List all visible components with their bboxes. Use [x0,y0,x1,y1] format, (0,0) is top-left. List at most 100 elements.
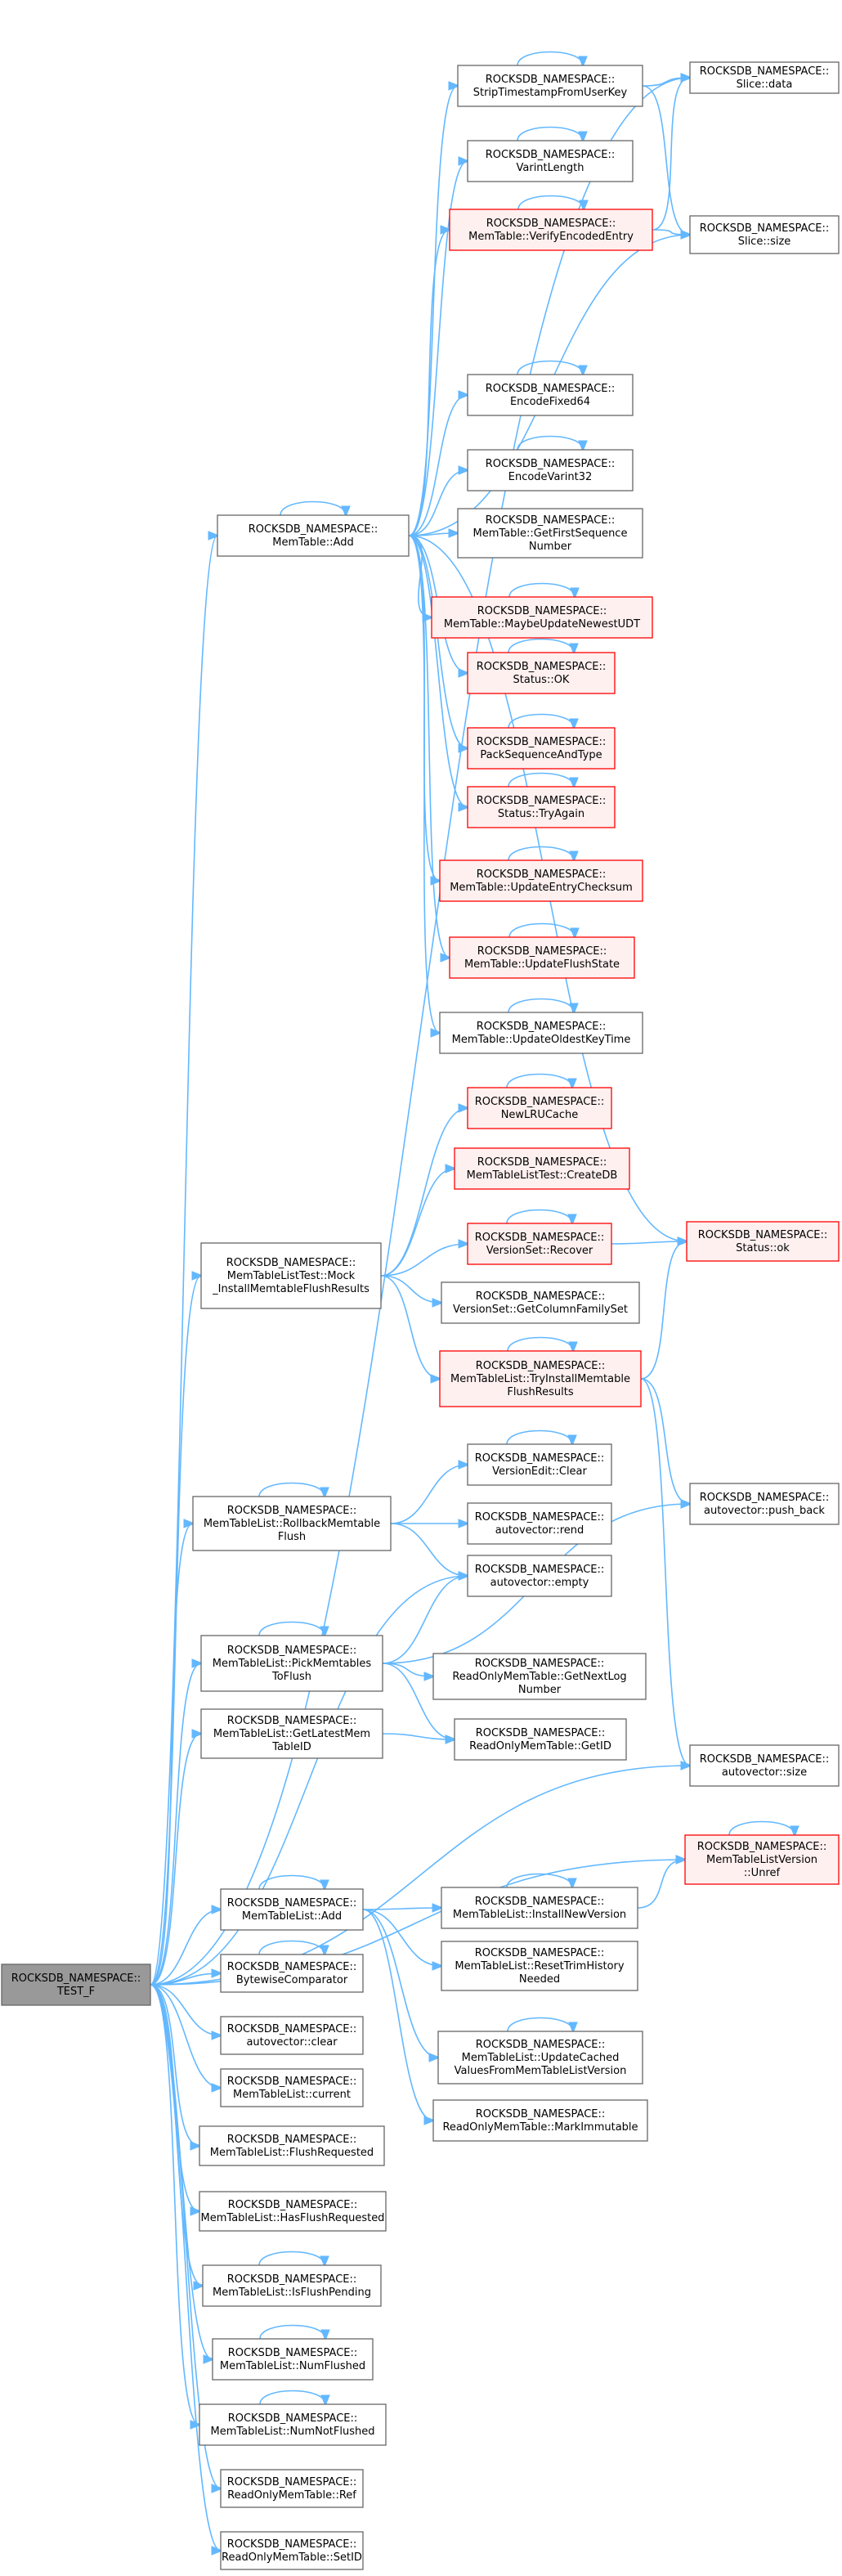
node-isflush[interactable]: ROCKSDB_NAMESPACE::MemTableList::IsFlush… [202,2264,382,2307]
node-label-line: EncodeFixed64 [510,396,590,408]
edge-add_mt-to-verify [408,230,450,536]
node-unref[interactable]: ROCKSDB_NAMESPACE::MemTableListVersion::… [684,1834,840,1885]
node-mtl_add[interactable]: ROCKSDB_NAMESPACE::MemTableList::Add [220,1888,364,1931]
node-box [199,2191,387,2232]
node-enc64[interactable]: ROCKSDB_NAMESPACE::EncodeFixed64 [467,374,634,416]
node-av_size[interactable]: ROCKSDB_NAMESPACE::autovector::size [689,1744,840,1787]
node-add_mt[interactable]: ROCKSDB_NAMESPACE::MemTable::Add [217,514,410,557]
node-av_clear[interactable]: ROCKSDB_NAMESPACE::autovector::clear [220,2016,364,2055]
node-box [454,1718,627,1761]
node-slice_size[interactable]: ROCKSDB_NAMESPACE::Slice::size [689,215,840,254]
self-loop-encv32 [517,435,583,451]
node-label-line: Slice::size [738,236,791,248]
node-verify[interactable]: ROCKSDB_NAMESPACE::MemTable::VerifyEncod… [449,209,653,251]
node-installnew[interactable]: ROCKSDB_NAMESPACE::MemTableList::Install… [441,1887,638,1929]
node-box [1,1963,151,2006]
edge-mock-to-recover [380,1244,468,1277]
node-tryagain[interactable]: ROCKSDB_NAMESPACE::Status::TryAgain [467,786,616,828]
node-getfirst[interactable]: ROCKSDB_NAMESPACE::MemTable::GetFirstSeq… [457,508,643,559]
node-label-line: autovector::empty [490,1577,589,1589]
node-rollback[interactable]: ROCKSDB_NAMESPACE::MemTableList::Rollbac… [192,1496,392,1551]
node-label-line: NewLRUCache [501,1109,579,1121]
node-strip[interactable]: ROCKSDB_NAMESPACE::StripTimestampFromUse… [457,65,643,107]
node-box [441,1941,638,1991]
node-numnot[interactable]: ROCKSDB_NAMESPACE::MemTableList::NumNotF… [199,2403,387,2446]
node-encv32[interactable]: ROCKSDB_NAMESPACE::EncodeVarint32 [467,449,634,491]
node-label-line: ROCKSDB_NAMESPACE:: [477,868,607,881]
node-upd_oldest[interactable]: ROCKSDB_NAMESPACE::MemTable::UpdateOldes… [439,1012,643,1054]
node-hasflush[interactable]: ROCKSDB_NAMESPACE::MemTableList::HasFlus… [199,2191,387,2232]
node-label-line: ROCKSDB_NAMESPACE:: [227,2273,357,2286]
node-rend[interactable]: ROCKSDB_NAMESPACE::autovector::rend [467,1502,612,1545]
node-ve_clear[interactable]: ROCKSDB_NAMESPACE::VersionEdit::Clear [467,1443,612,1486]
node-pack[interactable]: ROCKSDB_NAMESPACE::PackSequenceAndType [467,727,616,770]
edge-root-to-bytewise [150,1973,221,1986]
node-pick[interactable]: ROCKSDB_NAMESPACE::MemTableList::PickMem… [200,1635,383,1692]
node-box [467,1502,612,1545]
node-label-line: FlushResults [507,1386,574,1398]
node-upd_chk[interactable]: ROCKSDB_NAMESPACE::MemTable::UpdateEntry… [439,859,643,902]
node-varint[interactable]: ROCKSDB_NAMESPACE::VarintLength [467,140,634,182]
node-box [441,1887,638,1929]
node-label-line: ROCKSDB_NAMESPACE:: [477,736,607,748]
edge-root-to-pick [150,1663,201,1986]
node-newlru[interactable]: ROCKSDB_NAMESPACE::NewLRUCache [467,1087,612,1129]
node-ref[interactable]: ROCKSDB_NAMESPACE::ReadOnlyMemTable::Ref [220,2469,364,2508]
node-label-line: ROCKSDB_NAMESPACE:: [700,222,830,235]
node-empty[interactable]: ROCKSDB_NAMESPACE::autovector::empty [467,1555,612,1597]
edge-add_mt-to-upd_oldest [408,535,440,1033]
node-status_ok2[interactable]: ROCKSDB_NAMESPACE::Status::ok [686,1221,840,1262]
node-upd_flush[interactable]: ROCKSDB_NAMESPACE::MemTable::UpdateFlush… [449,936,635,979]
node-numflushed[interactable]: ROCKSDB_NAMESPACE::MemTableList::NumFlus… [212,2338,374,2381]
node-root[interactable]: ROCKSDB_NAMESPACE::TEST_F [1,1963,151,2006]
node-resettrim[interactable]: ROCKSDB_NAMESPACE::MemTableList::ResetTr… [441,1941,638,1991]
self-loop-newlru [506,1073,572,1088]
node-label-line: MemTable::UpdateEntryChecksum [450,882,633,894]
node-label-line: ROCKSDB_NAMESPACE:: [700,1492,830,1504]
self-loop-numnot [259,2390,325,2405]
node-push_back[interactable]: ROCKSDB_NAMESPACE::autovector::push_back [689,1483,840,1525]
node-box [449,209,653,251]
node-updcached[interactable]: ROCKSDB_NAMESPACE::MemTableList::UpdateC… [437,2031,643,2085]
node-label-line: ROCKSDB_NAMESPACE:: [475,1896,605,1908]
node-box [220,2016,364,2055]
node-maybe[interactable]: ROCKSDB_NAMESPACE::MemTable::MaybeUpdate… [431,596,653,639]
node-box [202,2264,382,2307]
node-label-line: MemTableList::current [233,2089,351,2101]
node-bytewise[interactable]: ROCKSDB_NAMESPACE::BytewiseComparator [220,1954,364,1993]
node-current[interactable]: ROCKSDB_NAMESPACE::MemTableList::current [220,2068,364,2107]
node-status_ok[interactable]: ROCKSDB_NAMESPACE::Status::OK [467,652,616,694]
edge-root-to-flushreq [150,1984,199,2146]
node-box [467,1443,612,1486]
node-slice_data[interactable]: ROCKSDB_NAMESPACE::Slice::data [689,61,840,94]
node-getcf[interactable]: ROCKSDB_NAMESPACE::VersionSet::GetColumn… [441,1281,640,1324]
node-flushreq[interactable]: ROCKSDB_NAMESPACE::MemTableList::FlushRe… [199,2125,385,2166]
node-box [689,61,840,94]
node-box [220,2469,364,2508]
node-mock[interactable]: ROCKSDB_NAMESPACE::MemTableListTest::Moc… [200,1242,382,1309]
node-box [689,1744,840,1787]
node-label-line: VersionSet::GetColumnFamilySet [453,1304,628,1316]
node-box [689,215,840,254]
node-label-line: ROCKSDB_NAMESPACE:: [486,458,616,470]
edge-root-to-setid [150,1984,221,2551]
edge-root-to-empty [150,1576,468,1986]
node-getnextlog[interactable]: ROCKSDB_NAMESPACE::ReadOnlyMemTable::Get… [432,1653,647,1700]
node-box [199,2403,387,2446]
node-getid[interactable]: ROCKSDB_NAMESPACE::ReadOnlyMemTable::Get… [454,1718,627,1761]
node-label-line: ROCKSDB_NAMESPACE:: [475,1658,605,1670]
node-box [212,2338,374,2381]
node-recover[interactable]: ROCKSDB_NAMESPACE::VersionSet::Recover [467,1223,612,1265]
node-box [432,2099,648,2142]
node-label-line: EncodeVarint32 [508,471,593,483]
node-createdb[interactable]: ROCKSDB_NAMESPACE::MemTableListTest::Cre… [454,1147,630,1190]
node-getlatest[interactable]: ROCKSDB_NAMESPACE::MemTableList::GetLate… [200,1708,383,1759]
node-markimm[interactable]: ROCKSDB_NAMESPACE::ReadOnlyMemTable::Mar… [432,2099,648,2142]
node-label-line: ROCKSDB_NAMESPACE:: [700,65,830,78]
edge-mtl_add-to-installnew [362,1908,441,1910]
node-label-line: ROCKSDB_NAMESPACE:: [227,2076,357,2088]
node-label-line: ROCKSDB_NAMESPACE:: [475,1232,605,1244]
node-tryinstall[interactable]: ROCKSDB_NAMESPACE::MemTableList::TryInst… [439,1350,642,1407]
node-setid[interactable]: ROCKSDB_NAMESPACE::ReadOnlyMemTable::Set… [220,2531,364,2570]
node-label-line: ROCKSDB_NAMESPACE:: [228,2412,358,2425]
